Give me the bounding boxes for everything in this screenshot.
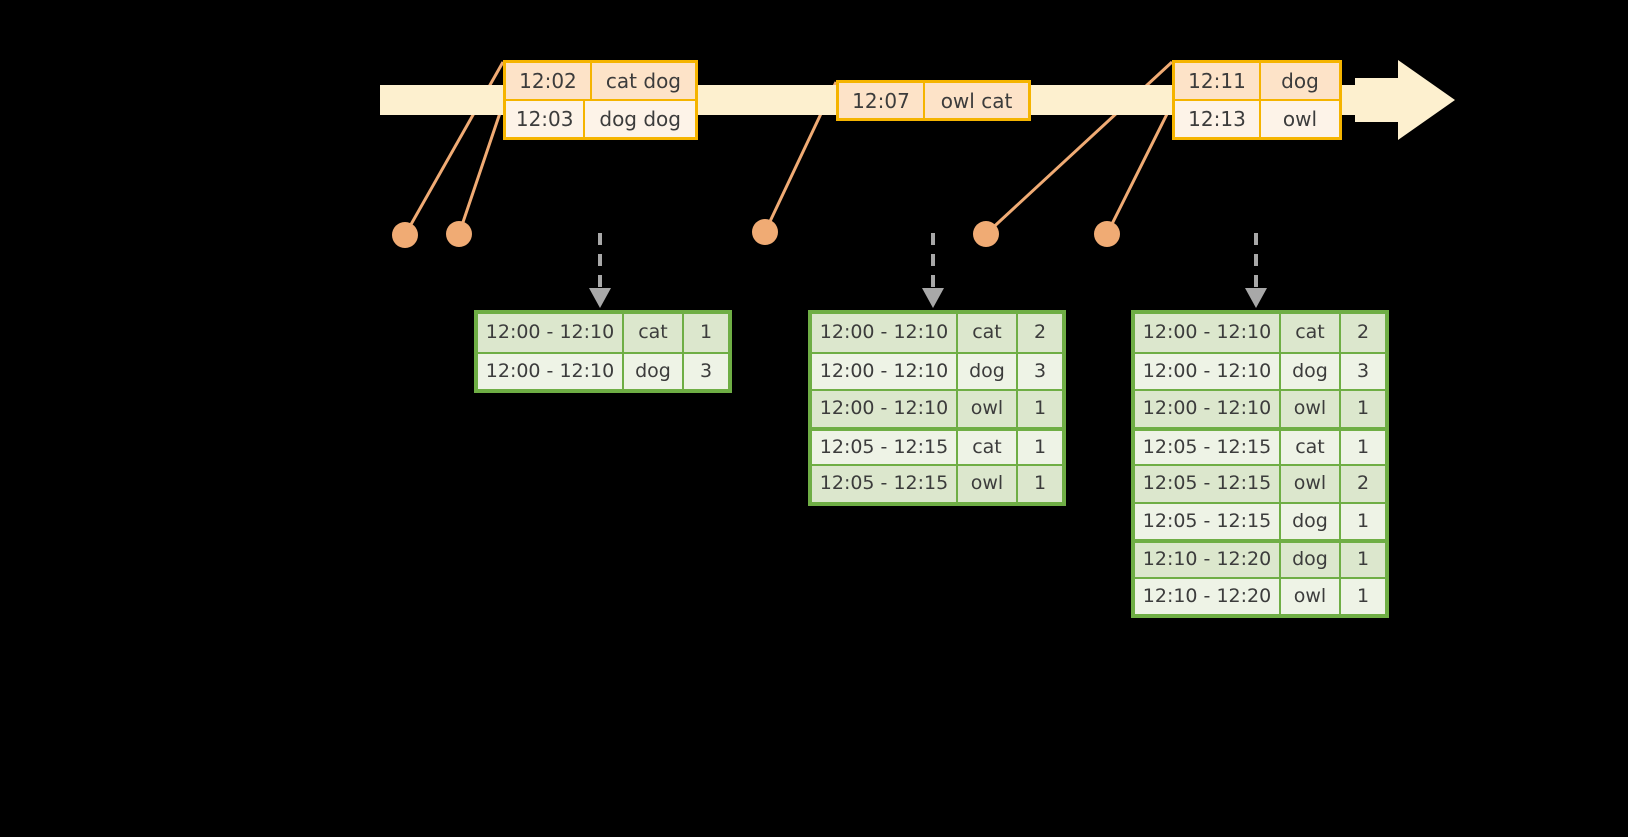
cell-count: 2: [1356, 472, 1370, 495]
cell-window: 12:00 - 12:10: [812, 391, 958, 427]
cell-word: cat: [958, 430, 1018, 464]
cell-word: cat: [624, 314, 684, 352]
table-row[interactable]: 12:10 - 12:20 owl 1: [1135, 576, 1385, 614]
cell-count: 3: [1356, 359, 1370, 382]
event-time: 12:07: [839, 83, 925, 118]
snapshot-dot-2[interactable]: [446, 221, 472, 247]
cell-word: cat: [958, 314, 1018, 352]
event-row[interactable]: 12:03 dog dog: [506, 99, 695, 137]
snapshot-dot-5[interactable]: [1094, 221, 1120, 247]
cell-window: 12:10 - 12:20: [1135, 543, 1281, 577]
table-row[interactable]: 12:05 - 12:15 owl 2: [1135, 464, 1385, 502]
cell-word: owl: [1281, 466, 1341, 502]
table-row[interactable]: 12:05 - 12:15 dog 1: [1135, 501, 1385, 539]
cell-word: owl: [1281, 391, 1341, 427]
event-box-group-3[interactable]: 12:11 dog 12:13 owl: [1172, 60, 1342, 140]
event-row[interactable]: 12:11 dog: [1175, 63, 1339, 99]
cell-count: 1: [1356, 509, 1370, 532]
cell-count: 1: [1356, 435, 1370, 458]
snapshot-dot-4[interactable]: [973, 221, 999, 247]
table-row[interactable]: 12:00 - 12:10 owl 1: [1135, 389, 1385, 427]
cell-count: 1: [1033, 397, 1047, 420]
snapshot-dot-1[interactable]: [392, 222, 418, 248]
dashed-arrow-2: [922, 233, 944, 308]
cell-window: 12:00 - 12:10: [1135, 314, 1281, 352]
cell-count: 2: [1356, 321, 1370, 344]
cell-count: 1: [1033, 435, 1047, 458]
cell-window: 12:00 - 12:10: [812, 353, 958, 389]
dashed-arrow-1: [589, 233, 611, 308]
event-row[interactable]: 12:13 owl: [1175, 99, 1339, 137]
cell-word: cat: [1281, 314, 1341, 352]
cell-window: 12:05 - 12:15: [1135, 503, 1281, 539]
event-row[interactable]: 12:07 owl cat: [839, 83, 1028, 118]
event-row[interactable]: 12:02 cat dog: [506, 63, 695, 99]
table-row[interactable]: 12:05 - 12:15 cat 1: [812, 426, 1062, 464]
event-words: owl: [1282, 107, 1318, 131]
event-time: 12:03: [506, 101, 586, 137]
event-box-group-1[interactable]: 12:02 cat dog 12:03 dog dog: [503, 60, 698, 140]
table-row[interactable]: 12:00 - 12:10 owl 1: [812, 389, 1062, 427]
cell-word: cat: [1281, 430, 1341, 464]
cell-window: 12:00 - 12:10: [478, 314, 624, 352]
cell-word: dog: [1281, 353, 1341, 389]
connector-line-5: [1105, 103, 1174, 235]
cell-count: 1: [1356, 548, 1370, 571]
cell-word: owl: [958, 391, 1018, 427]
cell-window: 12:00 - 12:10: [1135, 353, 1281, 389]
cell-word: owl: [1281, 578, 1341, 614]
cell-window: 12:00 - 12:10: [812, 314, 958, 352]
cell-window: 12:10 - 12:20: [1135, 578, 1281, 614]
event-words: dog dog: [599, 107, 681, 131]
cell-window: 12:00 - 12:10: [1135, 391, 1281, 427]
cell-window: 12:05 - 12:15: [812, 466, 958, 502]
event-time: 12:13: [1175, 101, 1261, 137]
snapshot-dot-3[interactable]: [752, 219, 778, 245]
cell-count: 1: [1356, 397, 1370, 420]
cell-count: 1: [1356, 584, 1370, 607]
cell-count: 2: [1033, 321, 1047, 344]
table-row[interactable]: 12:00 - 12:10 dog 3: [812, 351, 1062, 389]
table-row[interactable]: 12:10 - 12:20 dog 1: [1135, 539, 1385, 577]
result-table-2[interactable]: 12:00 - 12:10 cat 2 12:00 - 12:10 dog 3 …: [808, 310, 1066, 506]
cell-word: owl: [958, 466, 1018, 502]
event-box-group-2[interactable]: 12:07 owl cat: [836, 80, 1031, 121]
cell-window: 12:00 - 12:10: [478, 353, 624, 389]
table-row[interactable]: 12:05 - 12:15 owl 1: [812, 464, 1062, 502]
table-row[interactable]: 12:00 - 12:10 cat 2: [812, 314, 1062, 352]
cell-count: 1: [699, 321, 713, 344]
event-time: 12:02: [506, 63, 592, 99]
event-words: dog: [1281, 69, 1319, 93]
dashed-arrow-3: [1245, 233, 1267, 308]
cell-count: 3: [1033, 359, 1047, 382]
cell-window: 12:05 - 12:15: [1135, 430, 1281, 464]
cell-count: 1: [1033, 472, 1047, 495]
table-row[interactable]: 12:00 - 12:10 dog 3: [1135, 351, 1385, 389]
result-table-1[interactable]: 12:00 - 12:10 cat 1 12:00 - 12:10 dog 3: [474, 310, 732, 393]
event-words: owl cat: [940, 88, 1013, 113]
event-time: 12:11: [1175, 63, 1261, 99]
event-words: cat dog: [605, 69, 681, 93]
cell-word: dog: [1281, 503, 1341, 539]
table-row[interactable]: 12:00 - 12:10 cat 1: [478, 314, 728, 352]
table-row[interactable]: 12:00 - 12:10 cat 2: [1135, 314, 1385, 352]
cell-count: 3: [699, 359, 713, 382]
table-row[interactable]: 12:05 - 12:15 cat 1: [1135, 426, 1385, 464]
cell-window: 12:05 - 12:15: [1135, 466, 1281, 502]
result-table-3[interactable]: 12:00 - 12:10 cat 2 12:00 - 12:10 dog 3 …: [1131, 310, 1389, 618]
cell-word: dog: [1281, 543, 1341, 577]
cell-word: dog: [624, 353, 684, 389]
cell-window: 12:05 - 12:15: [812, 430, 958, 464]
cell-word: dog: [958, 353, 1018, 389]
connector-line-2: [457, 103, 505, 235]
table-row[interactable]: 12:00 - 12:10 dog 3: [478, 351, 728, 389]
